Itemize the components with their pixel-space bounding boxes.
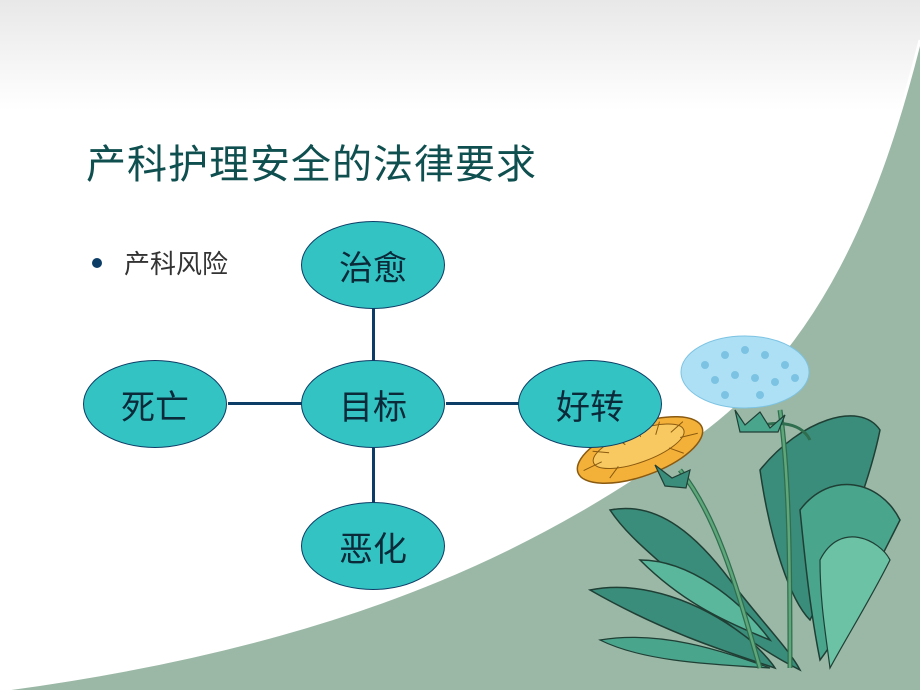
- node-bottom: 恶化: [301, 502, 445, 590]
- bullet-text: 产科风险: [124, 250, 229, 280]
- node-top: 治愈: [301, 221, 445, 309]
- node-left: 死亡: [83, 360, 227, 448]
- slide-title: 产科护理安全的法律要求: [86, 142, 537, 188]
- connector-bottom: [372, 448, 375, 504]
- node-center: 目标: [301, 360, 445, 448]
- node-right: 好转: [518, 360, 662, 448]
- bullet-item: 产科风险: [92, 244, 228, 281]
- connector-top: [372, 307, 375, 362]
- bullet-dot-icon: [92, 257, 102, 268]
- connector-left: [228, 402, 302, 405]
- connector-right: [446, 402, 520, 405]
- dandelion-illustration: [576, 335, 901, 672]
